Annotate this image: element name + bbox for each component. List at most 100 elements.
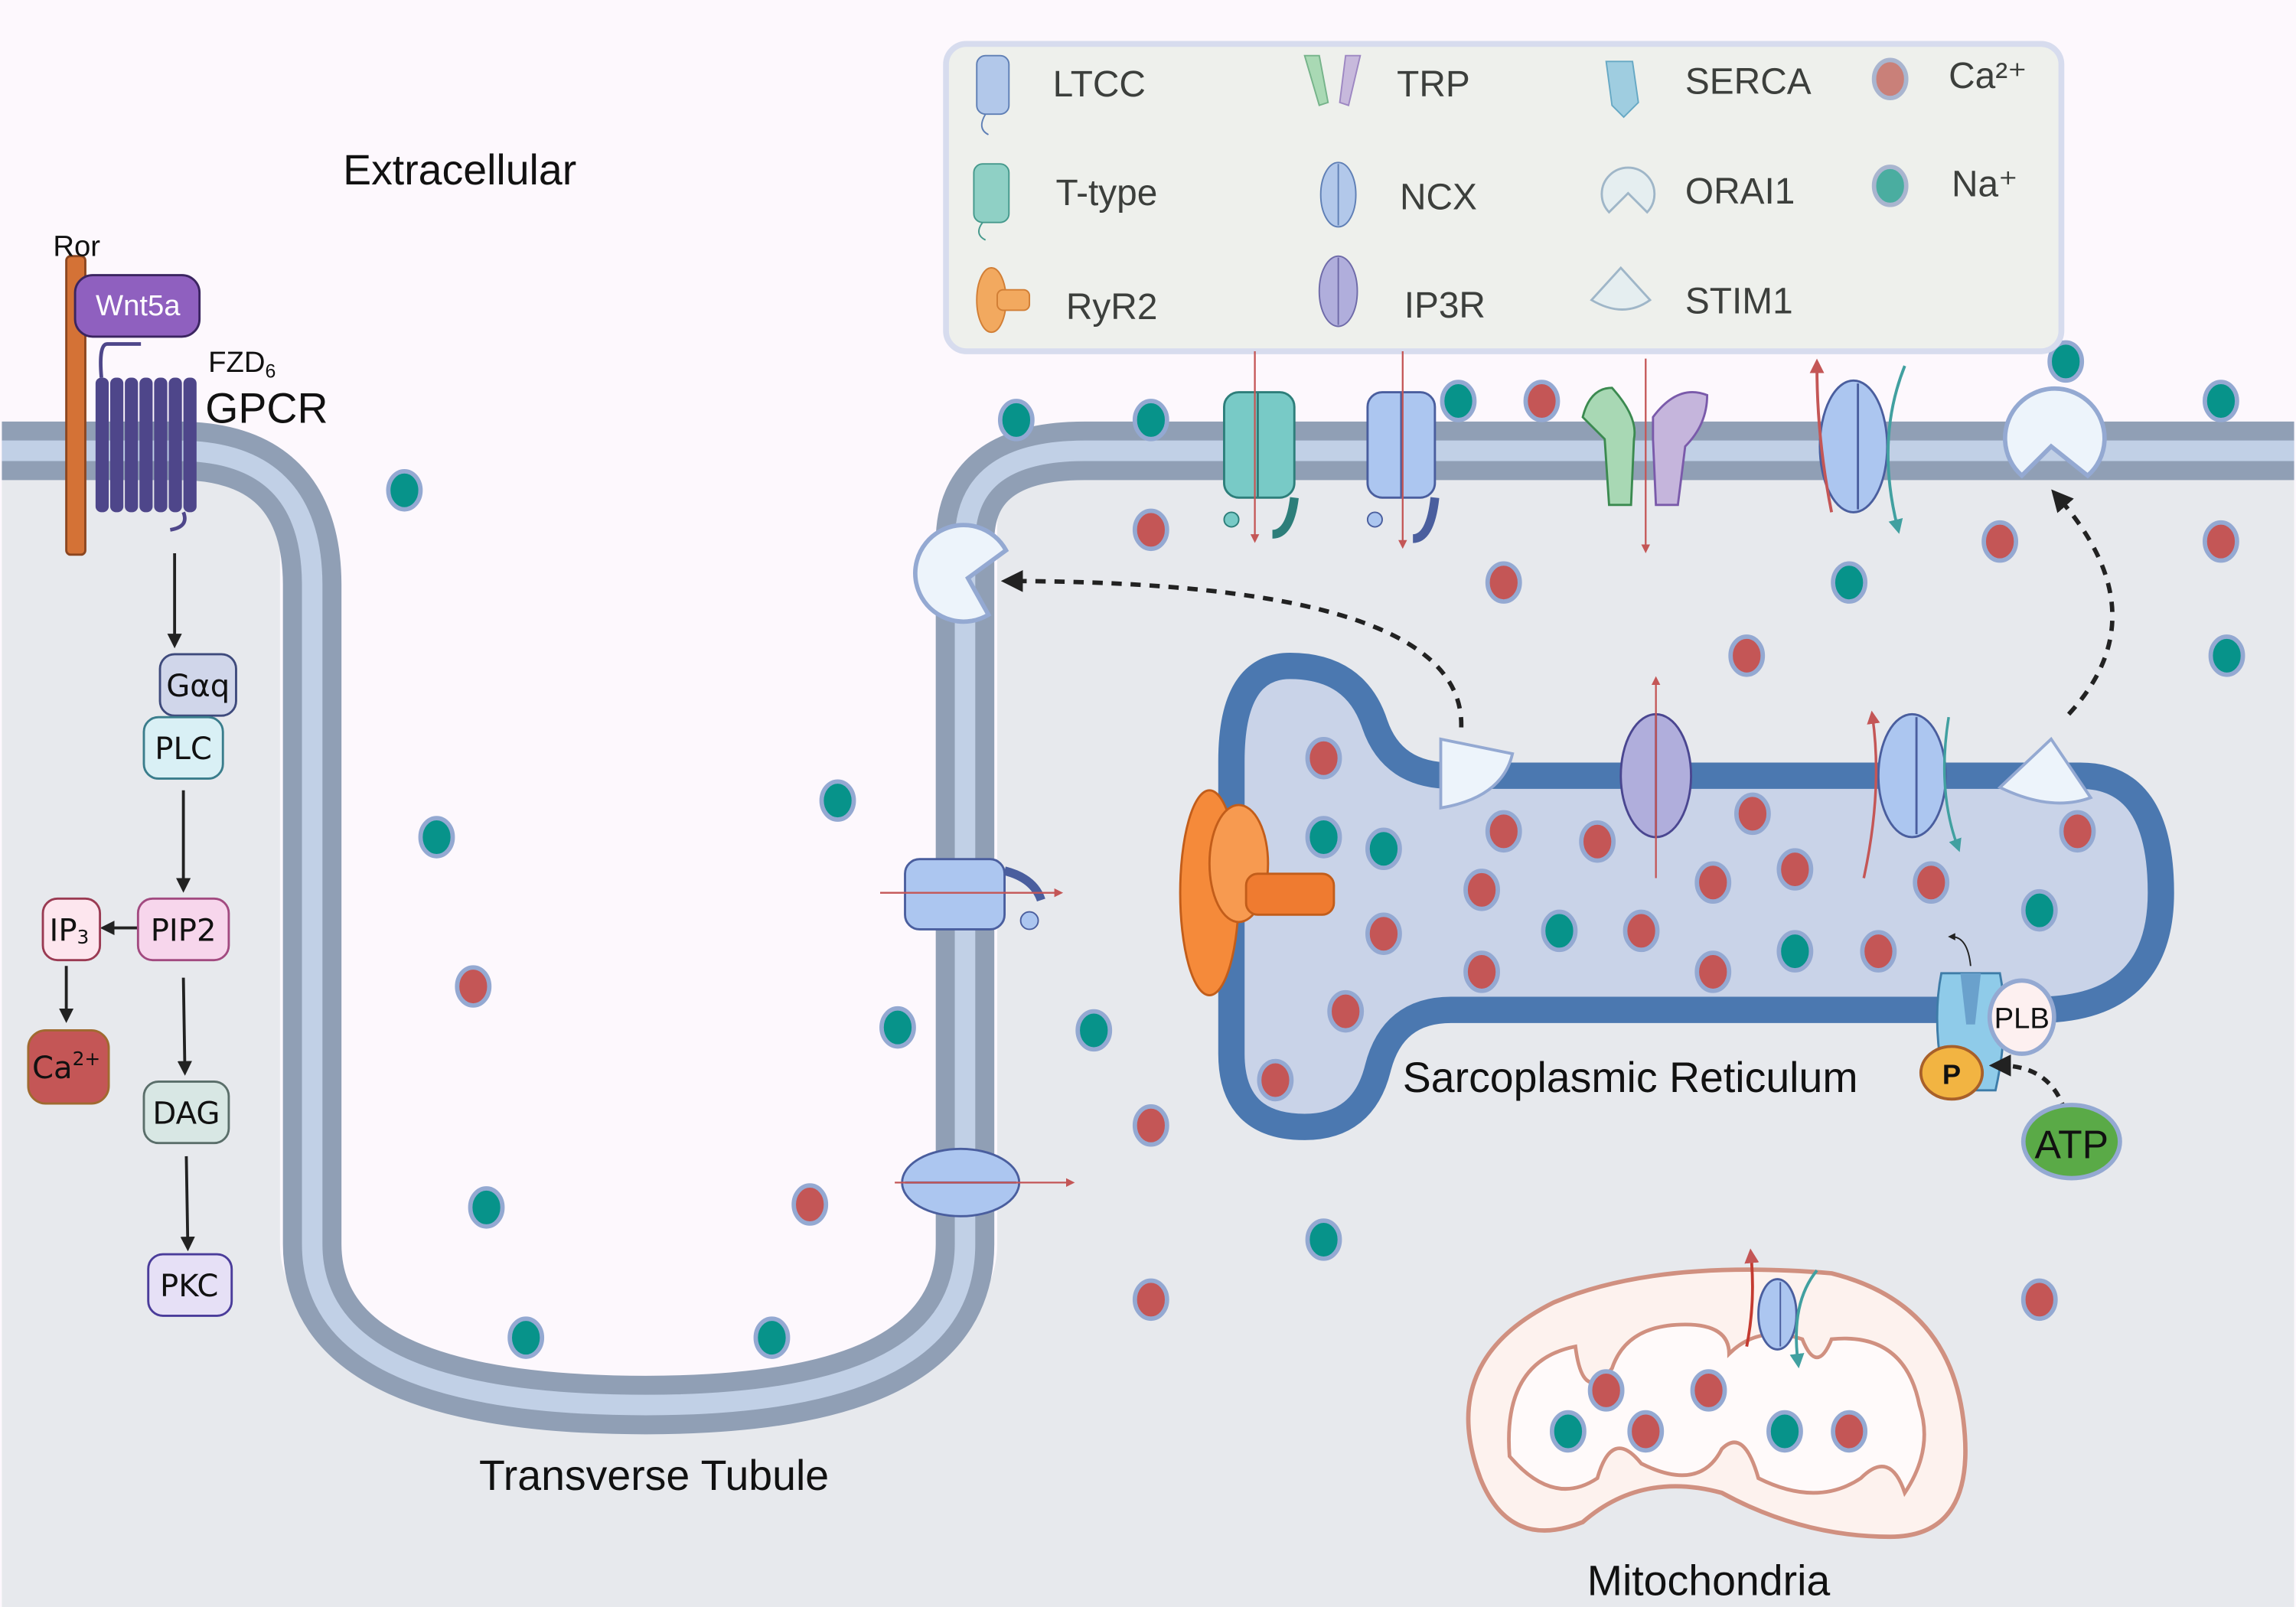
legend-label-ip3r: IP3R — [1404, 285, 1486, 326]
ip3r-channel — [1619, 676, 1692, 878]
ca-text: Ca — [32, 1051, 73, 1086]
fzd-tail — [99, 342, 187, 532]
phosphate-group: P — [1919, 1045, 1985, 1101]
ncx-exchanger-mito — [1744, 1248, 1818, 1369]
legend-label-t-type: T-type — [1056, 173, 1158, 214]
calcium-ion — [2020, 1278, 2058, 1322]
sodium-ion — [418, 816, 455, 859]
calcium-ion — [1463, 950, 1500, 993]
t-type-channel-icon — [973, 163, 1010, 241]
pkc-label: PKC — [160, 1269, 218, 1304]
fzd-helix — [154, 377, 168, 513]
calcium-node: Ca2+ — [27, 1029, 110, 1105]
mitochondria-label: Mitochondria — [1587, 1557, 1831, 1605]
sodium-ion — [1075, 1009, 1113, 1052]
ip3r-channel-icon — [1318, 255, 1358, 328]
calcium-ion — [1463, 869, 1500, 911]
calcium-ion — [1913, 861, 1950, 905]
sodium-ion — [2203, 380, 2239, 422]
stim1-sensor-right — [1997, 736, 2093, 805]
fzd-text: FZD — [208, 346, 265, 379]
stim1-sensor-left — [1439, 737, 1515, 810]
pkc-node: PKC — [147, 1253, 233, 1317]
sodium-ion — [1365, 827, 1402, 871]
calcium-node-label: Ca2+ — [32, 1047, 100, 1086]
legend-label-trp: TRP — [1397, 64, 1470, 105]
calcium-ion — [1981, 520, 2019, 563]
calcium-ion — [1132, 1104, 1169, 1147]
sodium-ion — [1766, 1410, 1803, 1453]
sodium-ion — [753, 1316, 791, 1359]
ncx-exchanger-pm — [1809, 358, 1906, 534]
sodium-ion — [1305, 816, 1342, 859]
ltcc-channel-icon — [976, 54, 1010, 135]
sodium-ion — [1541, 909, 1578, 953]
calcium-ion — [1587, 1369, 1625, 1412]
atp-molecule: ATP — [2020, 1103, 2122, 1181]
gaq-label: Gαq — [166, 669, 230, 704]
calcium-ion — [2203, 520, 2239, 563]
sodium-ion — [2208, 634, 2245, 677]
calcium-ion — [791, 1183, 829, 1226]
legend-label-sodium: Na⁺ — [1952, 164, 2017, 204]
ions-layer — [386, 340, 2245, 1453]
ip3-node: IP3 — [41, 897, 102, 962]
calcium-ion-icon — [1871, 57, 1909, 101]
ip3-text: IP — [49, 913, 77, 948]
dag-label: DAG — [152, 1096, 220, 1131]
calcium-ion — [1305, 736, 1342, 780]
sodium-ion — [468, 1186, 505, 1229]
sodium-ion — [1132, 399, 1169, 442]
calcium-ion — [1860, 930, 1897, 973]
phosphate-label: P — [1942, 1058, 1961, 1090]
ip3-subscript: 3 — [77, 926, 90, 948]
fzd-helix — [125, 377, 139, 513]
calcium-ion — [1776, 848, 1814, 891]
fzd6-gpcr — [95, 342, 197, 532]
calcium-ion — [1579, 820, 1616, 863]
sodium-ion — [1831, 561, 1868, 604]
sr-label: Sarcoplasmic Reticulum — [1403, 1054, 1858, 1101]
orai1-channel-ttubule — [913, 523, 1009, 624]
legend-label-orai1: ORAI1 — [1685, 171, 1795, 212]
plb-label: PLB — [1994, 1002, 2050, 1035]
t-type-channel — [1223, 351, 1299, 543]
gaq-node: Gαq — [158, 653, 237, 717]
sodium-ion — [819, 779, 856, 822]
sodium-ion — [386, 468, 423, 512]
sodium-ion — [1305, 1218, 1342, 1261]
ncx-exchanger-icon — [1319, 161, 1357, 228]
trp-channel — [1581, 358, 1709, 553]
calcium-ion — [1694, 950, 1732, 993]
calcium-ion — [1728, 634, 1766, 677]
orai1-channel-pm — [2002, 386, 2107, 479]
stim1-to-orai1-arrow-left — [1000, 569, 1464, 728]
ip3-label: IP3 — [49, 913, 89, 948]
legend: LTCC T-type RyR2 TRP NCX IP3R SERCA ORAI… — [943, 41, 2065, 354]
ryr2-channel — [1179, 789, 1336, 996]
plc-label: PLC — [155, 732, 212, 767]
calcium-ion — [1485, 561, 1522, 604]
fzd-helix — [95, 377, 109, 513]
calcium-ion — [1132, 1278, 1169, 1322]
orai1-channel-icon — [1600, 166, 1656, 214]
ryr2-channel-icon — [976, 267, 1031, 334]
trp-channel-icon — [1303, 54, 1362, 106]
calcium-ion — [1694, 861, 1732, 905]
calcium-ion — [455, 965, 492, 1008]
fzd-subscript: 6 — [265, 360, 276, 382]
calcium-ion — [1365, 912, 1402, 955]
stim1-sensor-icon — [1590, 266, 1652, 311]
serca-pump-icon — [1605, 60, 1639, 119]
calcium-ion — [1327, 989, 1365, 1033]
sodium-ion — [879, 1006, 916, 1049]
wnt5a-label: Wnt5a — [96, 289, 181, 322]
extracellular-label: Extracellular — [343, 146, 576, 194]
legend-label-stim1: STIM1 — [1685, 281, 1793, 321]
fzd-helix — [109, 377, 124, 513]
ca-superscript: 2+ — [73, 1047, 101, 1069]
plb-protein: PLB — [1987, 978, 2056, 1056]
fzd-label: FZD6 — [208, 346, 276, 383]
